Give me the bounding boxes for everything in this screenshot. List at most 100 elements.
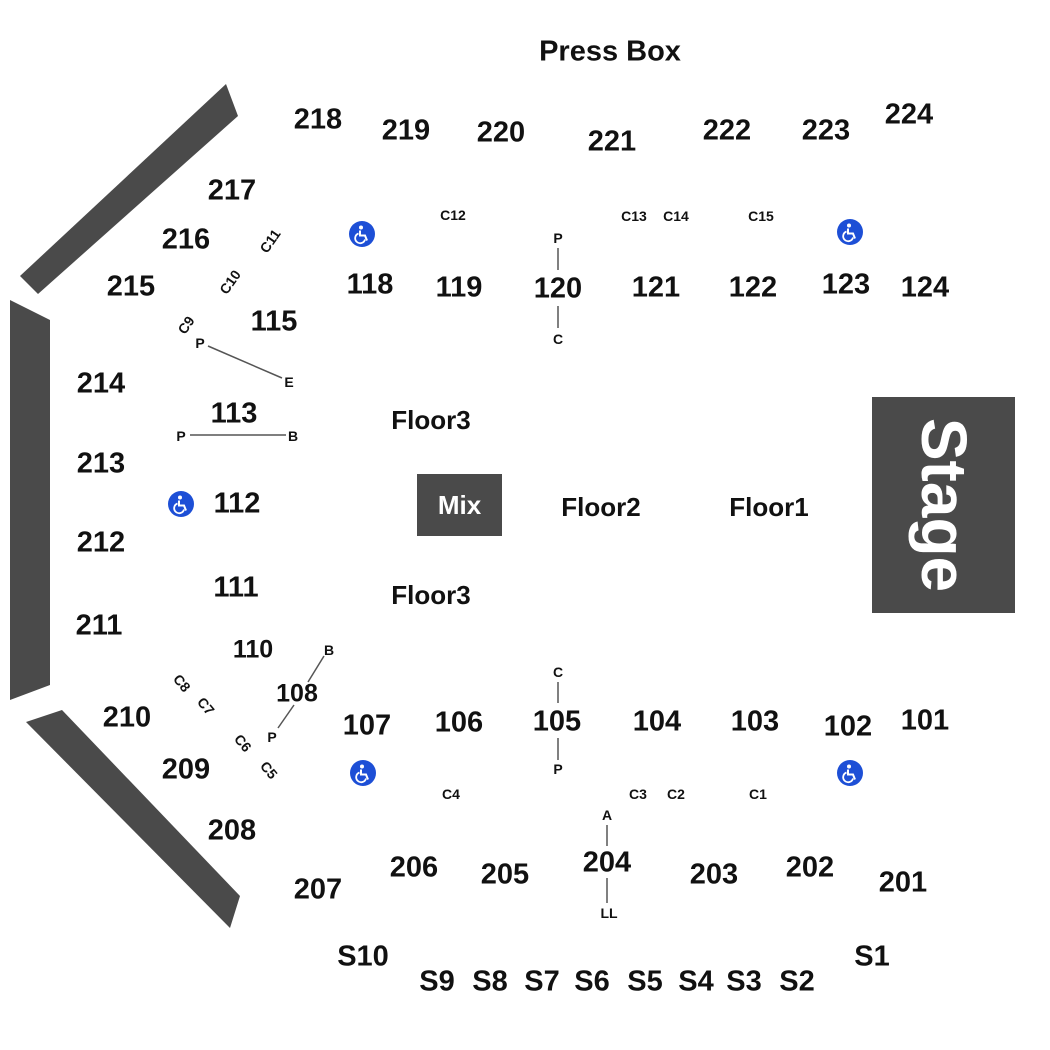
section-124[interactable]: 124 — [900, 271, 950, 304]
suite-s4[interactable]: S4 — [678, 965, 714, 998]
section-221[interactable]: 221 — [587, 125, 637, 158]
row-line-108b — [277, 704, 295, 729]
section-218[interactable]: 218 — [293, 103, 343, 136]
section-107[interactable]: 107 — [342, 709, 392, 742]
section-119[interactable]: 119 — [435, 271, 483, 304]
section-110[interactable]: 110 — [232, 635, 274, 664]
section-205[interactable]: 205 — [480, 858, 530, 891]
row-marker-108-start: B — [323, 642, 335, 658]
section-208[interactable]: 208 — [207, 814, 257, 847]
floor2-label[interactable]: Floor2 — [561, 492, 641, 522]
section-113[interactable]: 113 — [210, 397, 258, 430]
row-marker-105-bottom: P — [553, 761, 563, 777]
section-122[interactable]: 122 — [728, 271, 778, 304]
row-marker-105-top: C — [552, 664, 564, 680]
section-108[interactable]: 108 — [276, 679, 318, 708]
wheelchair-glyph — [354, 225, 368, 245]
section-217[interactable]: 217 — [207, 174, 257, 207]
section-219[interactable]: 219 — [381, 114, 431, 147]
suite-s9[interactable]: S9 — [419, 965, 455, 998]
section-112[interactable]: 112 — [213, 487, 261, 520]
stage-label: Stage — [907, 417, 980, 593]
section-216[interactable]: 216 — [161, 223, 211, 256]
row-marker-115-end: E — [284, 374, 294, 390]
section-203[interactable]: 203 — [689, 858, 739, 891]
box-c15[interactable]: C15 — [748, 208, 774, 224]
box-c3[interactable]: C3 — [629, 786, 647, 802]
section-121[interactable]: 121 — [631, 271, 681, 304]
row-marker-113-start: P — [176, 428, 186, 444]
section-120[interactable]: 120 — [533, 272, 583, 305]
wheelchair-icon[interactable] — [349, 221, 375, 247]
section-111[interactable]: 111 — [213, 571, 259, 604]
section-223[interactable]: 223 — [801, 114, 851, 147]
wheelchair-icon[interactable] — [350, 760, 376, 786]
wheelchair-glyph — [173, 495, 187, 515]
row-marker-204-top: A — [601, 807, 613, 823]
section-210[interactable]: 210 — [102, 701, 152, 734]
row-marker-204-bottom: LL — [600, 905, 618, 921]
row-line-108a — [307, 655, 325, 683]
section-224[interactable]: 224 — [884, 98, 934, 131]
suite-s8[interactable]: S8 — [472, 965, 508, 998]
wheelchair-icon[interactable] — [837, 760, 863, 786]
box-c2[interactable]: C2 — [667, 786, 685, 802]
box-c1[interactable]: C1 — [749, 786, 767, 802]
floor3-top-label[interactable]: Floor3 — [391, 405, 471, 435]
section-215[interactable]: 215 — [106, 270, 156, 303]
section-106[interactable]: 106 — [434, 706, 484, 739]
section-105[interactable]: 105 — [532, 705, 582, 738]
suite-s10[interactable]: S10 — [337, 940, 389, 973]
section-222[interactable]: 222 — [702, 114, 752, 147]
section-104[interactable]: 104 — [632, 705, 682, 738]
section-115[interactable]: 115 — [250, 305, 298, 338]
section-103[interactable]: 103 — [730, 705, 780, 738]
wheelchair-glyph — [842, 223, 856, 243]
row-line-115 — [207, 345, 283, 379]
section-101[interactable]: 101 — [900, 704, 950, 737]
upper-left-wall — [20, 84, 238, 294]
row-marker-120-top: P — [553, 230, 563, 246]
section-123[interactable]: 123 — [821, 268, 871, 301]
wheelchair-icon[interactable] — [837, 219, 863, 245]
suite-s7[interactable]: S7 — [524, 965, 560, 998]
wheelchair-glyph — [355, 764, 369, 784]
section-214[interactable]: 214 — [76, 367, 126, 400]
floor3-bottom-label[interactable]: Floor3 — [391, 580, 471, 610]
wheelchair-glyph — [842, 764, 856, 784]
section-207[interactable]: 207 — [293, 873, 343, 906]
left-wall — [10, 300, 50, 700]
wheelchair-icon[interactable] — [168, 491, 194, 517]
section-118[interactable]: 118 — [346, 268, 394, 301]
box-c13[interactable]: C13 — [621, 208, 647, 224]
suite-s5[interactable]: S5 — [627, 965, 663, 998]
mix-position[interactable]: Mix — [417, 474, 502, 536]
suite-s1[interactable]: S1 — [854, 940, 890, 973]
section-209[interactable]: 209 — [161, 753, 211, 786]
section-201[interactable]: 201 — [878, 866, 928, 899]
floor1-label[interactable]: Floor1 — [729, 492, 809, 522]
section-220[interactable]: 220 — [476, 116, 526, 149]
row-marker-120-bottom: C — [552, 331, 564, 347]
section-211[interactable]: 211 — [75, 609, 123, 642]
row-marker-113-end: B — [287, 428, 299, 444]
section-213[interactable]: 213 — [76, 447, 126, 480]
suite-s3[interactable]: S3 — [726, 965, 762, 998]
row-marker-115-start: P — [195, 335, 205, 351]
section-204[interactable]: 204 — [582, 846, 632, 879]
press-box-label[interactable]: Press Box — [539, 35, 681, 68]
box-c4[interactable]: C4 — [442, 786, 460, 802]
stage-area[interactable]: Stage — [872, 397, 1015, 613]
suite-s2[interactable]: S2 — [779, 965, 815, 998]
box-c14[interactable]: C14 — [663, 208, 689, 224]
section-212[interactable]: 212 — [76, 526, 126, 559]
section-202[interactable]: 202 — [785, 851, 835, 884]
row-marker-108-end: P — [267, 729, 277, 745]
suite-s6[interactable]: S6 — [574, 965, 610, 998]
section-102[interactable]: 102 — [823, 710, 873, 743]
lower-left-wall — [26, 710, 240, 928]
box-c12[interactable]: C12 — [440, 207, 466, 223]
section-206[interactable]: 206 — [389, 851, 439, 884]
